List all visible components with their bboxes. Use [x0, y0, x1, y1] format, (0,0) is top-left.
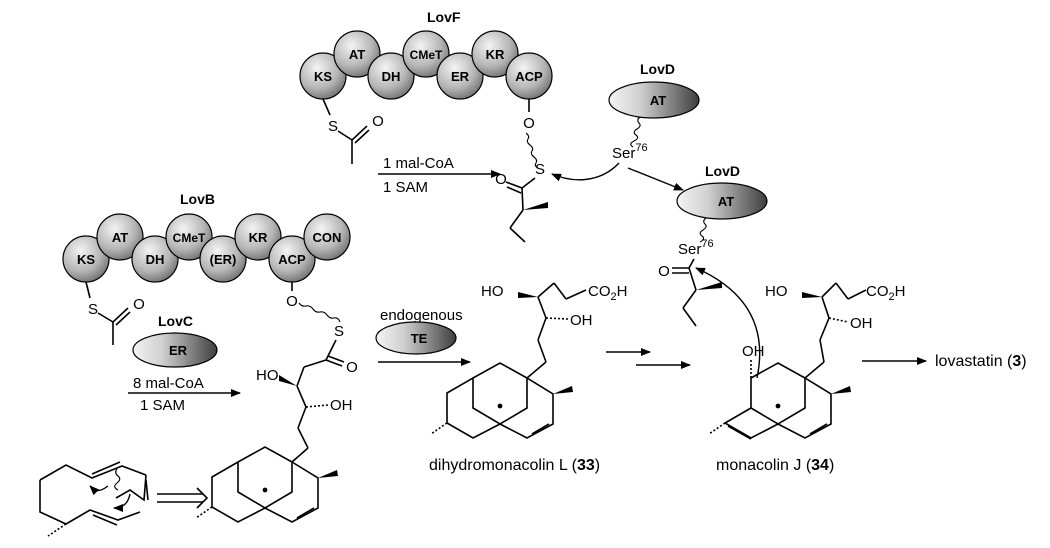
lovf-title: LovF [427, 9, 461, 25]
lovb-megasynthase: LovB KS AT DH CMeT (ER) KR ACP [62, 191, 351, 345]
c33-ho-atom: HO [481, 283, 504, 300]
lovd-top-ser: Ser76 [612, 142, 648, 162]
lovf-domain-dh: DH [367, 52, 415, 100]
c34-oh-ring-atom: OH [742, 343, 765, 360]
lovf-domain-at: AT [333, 30, 381, 78]
lovf-domain-at-label: AT [349, 47, 365, 62]
lovf-acp-o-atom: O [523, 115, 535, 132]
lovb-acp-linker: O S [286, 282, 344, 340]
lovb-domain-at: AT [96, 213, 144, 261]
lovf-acp-s-atom: S [535, 161, 545, 178]
lovf-domain-ks: KS [299, 52, 347, 100]
acyl-transfer-arrow [627, 167, 684, 191]
lovb-domain-er: (ER) [199, 235, 247, 283]
lovf-reagent-bottom: 1 SAM [383, 179, 428, 196]
lovf-domain-cmet: CMeT [402, 30, 450, 78]
lovf-domain-acp-label: ACP [515, 69, 543, 84]
lovf-domain-er: ER [436, 52, 484, 100]
lovb-domain-cmet: CMeT [165, 213, 213, 261]
lovb-title: LovB [180, 191, 215, 207]
lovb-domain-cmet-label: CMeT [173, 231, 206, 245]
lovb-domain-dh-label: DH [146, 252, 165, 267]
compound-33: HO CO2H OH dihydromonacolin L (33) [429, 282, 627, 474]
lovd-mid-ser: Ser76 [678, 238, 714, 258]
lovb-domain-acp-label: ACP [278, 252, 306, 267]
attack-arrow-top [551, 162, 620, 182]
lovd-acylated: LovD AT Ser76 O [658, 163, 768, 327]
lovb-acp-s-atom: S [334, 323, 344, 340]
lovb-domain-acp: ACP [268, 235, 316, 283]
lovc-title: LovC [158, 313, 193, 329]
lovd-top: LovD AT Ser76 [608, 61, 700, 162]
lovb-int-o-atom: O [346, 359, 358, 376]
methylbutyryl-lovf: O [495, 171, 548, 243]
lovc-er-label: ER [169, 343, 188, 358]
lovb-int-oh-atom: OH [330, 397, 353, 414]
lovb-reagent-arrow: 8 mal-CoA 1 SAM [128, 375, 241, 414]
lovb-domain-ks-label: KS [77, 252, 95, 267]
lovb-ks-o-atom: O [133, 296, 145, 313]
lovb-domain-con-label: CON [313, 230, 342, 245]
c34-caption: monacolin J (34) [716, 457, 834, 474]
lovf-domain-acp: ACP [505, 52, 553, 100]
lovb-ks-s-atom: S [88, 301, 98, 318]
lovb-bound-intermediate: O HO OH [195, 339, 358, 523]
lovf-domain-ks-label: KS [314, 69, 332, 84]
lovd-mid-at-label: AT [718, 194, 734, 209]
te-label: TE [411, 331, 428, 346]
lovastatin-caption: lovastatin (3) [935, 353, 1027, 370]
lovf-ks-s-atom: S [328, 118, 338, 135]
lovb-acp-o-atom: O [286, 293, 298, 310]
lovb-domain-at-label: AT [112, 230, 128, 245]
lovb-domain-kr: KR [234, 213, 282, 261]
lovf-domain-dh-label: DH [382, 69, 401, 84]
te-title: endogenous [380, 307, 463, 324]
lovf-ks-thioacetyl: S O [322, 98, 384, 164]
lovb-reagent-bottom: 1 SAM [140, 397, 185, 414]
c33-caption: dihydromonacolin L (33) [429, 457, 600, 474]
te-enzyme: endogenous TE [375, 307, 463, 355]
c34-co2h: CO2H [866, 283, 905, 303]
lovb-domain-er-label: (ER) [210, 252, 237, 267]
attack-arrow-monacolin [695, 267, 761, 379]
lovf-ks-o-atom: O [372, 113, 384, 130]
lovb-int-ho-atom: HO [256, 367, 279, 384]
retrosynthesis-arrow [157, 487, 209, 509]
lovb-domain-kr-label: KR [249, 230, 268, 245]
c33-co2h: CO2H [588, 283, 627, 303]
c33-oh-atom: OH [570, 312, 593, 329]
lovb-ks-thioacetyl: S O [85, 281, 145, 345]
lovf-megasynthase: LovF KS AT DH CMeT ER KR ACP [299, 9, 553, 178]
lovf-domain-er-label: ER [451, 69, 470, 84]
lovd-top-at-label: AT [650, 93, 666, 108]
lovb-domain-con: CON [303, 213, 351, 261]
lovd-mid-title: LovD [705, 163, 740, 179]
methylbutyryl-lovf-o-atom: O [495, 171, 507, 188]
lovc-enzyme: LovC ER [132, 313, 218, 368]
diels-alder-precursor [39, 461, 149, 537]
lovf-domain-kr-label: KR [486, 47, 505, 62]
lovf-reagent-top: 1 mal-CoA [383, 155, 454, 172]
lovf-reagent-arrow: 1 mal-CoA 1 SAM [378, 155, 501, 196]
lovf-domain-kr: KR [471, 30, 519, 78]
lovb-domain-dh: DH [131, 235, 179, 283]
c34-ho-atom: HO [765, 283, 788, 300]
lovf-acp-linker: O S [523, 99, 545, 178]
compound-34: HO CO2H OH OH monacolin J (34) [708, 282, 905, 474]
lovd-mid-o-atom: O [658, 263, 670, 280]
lovb-reagent-top: 8 mal-CoA [133, 375, 204, 392]
c34-oh-atom: OH [850, 315, 873, 332]
lovf-domain-cmet-label: CMeT [410, 48, 443, 62]
lovd-top-title: LovD [640, 61, 675, 77]
